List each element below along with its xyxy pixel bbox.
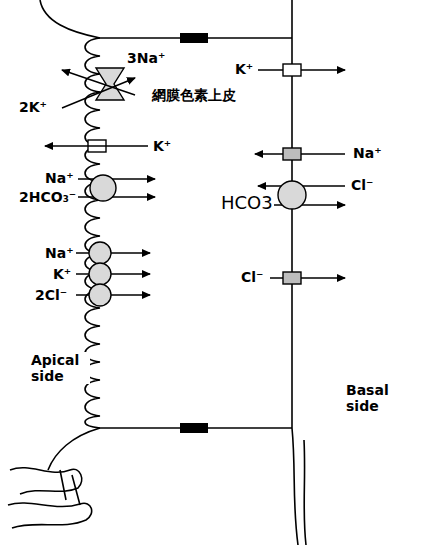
ion-label: Na⁺ xyxy=(352,145,383,161)
ion-label: 3Na⁺ xyxy=(126,50,166,66)
side-label: Basal side xyxy=(345,382,399,414)
ion-label: K⁺ xyxy=(234,61,254,77)
ion-label: Cl⁻ xyxy=(240,269,264,285)
ion-label: Na⁺ xyxy=(44,245,75,261)
ion-label: 2HCO₃⁻ xyxy=(18,189,77,205)
ion-label: K⁺ xyxy=(152,138,172,154)
ion-label: 2K⁺ xyxy=(18,99,48,115)
ion-label: HCO3 xyxy=(220,193,274,214)
side-label: Apical side xyxy=(30,352,90,384)
ion-label: 2Cl⁻ xyxy=(34,287,68,303)
cell-body: 網膜色素上皮 xyxy=(152,86,236,105)
cell-name: 網膜色素上皮 xyxy=(152,87,236,103)
ion-label: Cl⁻ xyxy=(350,177,374,193)
ion-label: K⁺ xyxy=(52,266,72,282)
ion-label: Na⁺ xyxy=(44,170,75,186)
